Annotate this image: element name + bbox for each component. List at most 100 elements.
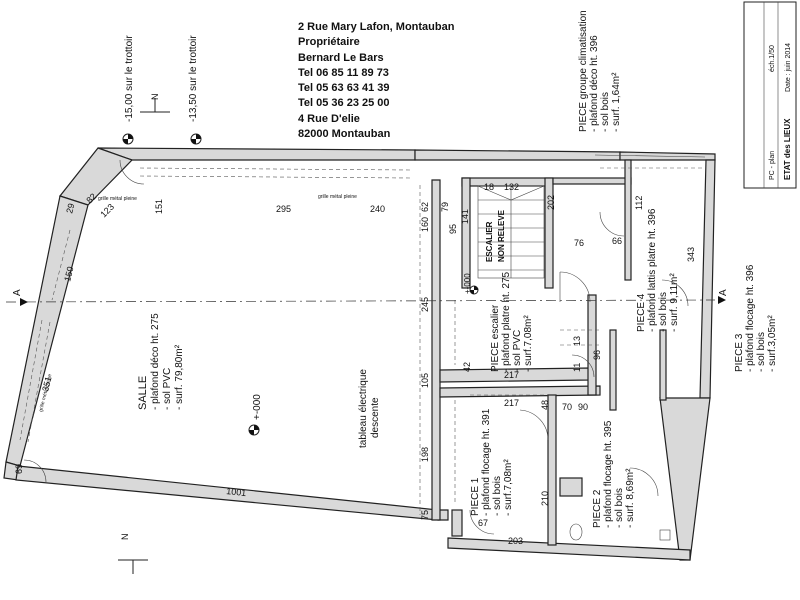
room-floor: - sol bois (614, 488, 625, 528)
dim: 62 (420, 202, 430, 212)
dim: 217 (504, 370, 519, 380)
sidewalk-level-right: -13,50 sur le trottoir (188, 35, 199, 122)
dim: 95 (448, 224, 458, 234)
room-ceiling: - plafond flocage ht. 396 (745, 264, 756, 372)
room-area: - surf. 79,80m² (174, 344, 185, 410)
room-floor: - sol bois (756, 332, 767, 372)
room-ceiling: - plafond lattis platre ht. 396 (647, 208, 658, 332)
level-target-icon (248, 424, 260, 436)
room-piece-4: PIECE 4 - plafond lattis platre ht. 396 … (636, 208, 680, 332)
dim: 203 (508, 536, 523, 546)
room-ceiling: - plafond platre ht. 275 (501, 271, 512, 372)
dim: 70 (562, 402, 572, 412)
dim: 67 (478, 518, 488, 528)
room-ceiling: - plafond flocage ht. 391 (481, 408, 492, 516)
dim: 29 (64, 202, 76, 214)
dim: 217 (504, 398, 519, 408)
level-target-icon (190, 133, 202, 145)
dim: 1001 (226, 486, 247, 498)
dim: 141 (460, 209, 470, 224)
section-arrow-icon (718, 296, 726, 304)
room-name: SALLE (137, 376, 149, 410)
grille-label-top: grille métal pleine (318, 194, 357, 200)
room-ceiling: - plafond flocage ht. 395 (603, 420, 614, 528)
room-piece-2: PIECE 2 - plafond flocage ht. 395 - sol … (592, 420, 636, 528)
dim: 75 (420, 510, 430, 520)
dim: 90 (578, 402, 588, 412)
room-salle: SALLE - plafond déco ht. 275 - sol PVC -… (137, 313, 185, 410)
dim: 13 (572, 336, 582, 346)
dim: 18 (484, 182, 494, 192)
room-piece-1: PIECE 1 - plafond flocage ht. 391 - sol … (470, 408, 514, 516)
room-name: PIECE 3 (734, 333, 745, 372)
phone-3: Tel 05 36 23 25 00 (298, 97, 390, 110)
dim: 295 (276, 204, 291, 214)
room-name: PIECE 1 (470, 477, 481, 516)
room-name: PIECE 4 (636, 293, 647, 332)
toilet-icon (569, 523, 583, 541)
dim: 202 (546, 195, 556, 210)
dim: 11 (572, 363, 582, 372)
stair-level: +-000 (463, 273, 472, 294)
north-label-bottom: N (120, 534, 130, 541)
room-piece-clim: PIECE groupe climatisation - plafond déc… (578, 10, 622, 132)
dim: 79 (440, 202, 450, 212)
section-label-left: A (12, 289, 23, 296)
dim: 132 (504, 182, 519, 192)
dim: 198 (420, 447, 430, 462)
room-piece-escalier: PIECE escalier - plafond platre ht. 275 … (490, 271, 534, 372)
dim: 123 (98, 202, 116, 220)
fixture-box (659, 529, 671, 541)
title-block-subtitle: PC - plan (769, 151, 776, 180)
room-floor: - sol bois (492, 476, 503, 516)
room-ceiling: - plafond déco ht. 275 (150, 313, 161, 410)
room-name: PIECE 2 (592, 489, 603, 528)
owner-address-street: 4 Rue D'elie (298, 112, 360, 125)
dim: 160 (420, 217, 430, 232)
room-floor: - sol PVC (162, 368, 173, 410)
room-ceiling: - plafond déco ht. 396 (589, 35, 600, 132)
title-block-title: ETAT des LIEUX (783, 118, 792, 180)
room-floor: - sol bois (658, 292, 669, 332)
north-label-top: N (150, 94, 160, 101)
room-piece-3: PIECE 3 - plafond flocage ht. 396 - sol … (734, 264, 778, 372)
title-block: ETAT des LIEUX PC - plan Date : juin 201… (743, 1, 797, 189)
staircase: ESCALIER NON RELEVE (477, 185, 545, 279)
owner-header: 2 Rue Mary Lafon, Montauban Propriétaire… (298, 20, 458, 142)
dim: 48 (540, 400, 550, 410)
dim: 150 (62, 265, 75, 282)
center-level: +-000 (252, 394, 263, 420)
room-name: PIECE groupe climatisation (578, 10, 589, 132)
owner-name: Bernard Le Bars (298, 51, 384, 64)
level-target-icon (122, 133, 134, 145)
title-block-scale: éch.1/50 (769, 45, 776, 72)
dim: 351 (40, 375, 53, 392)
phone-1: Tel 06 85 11 89 73 (298, 66, 389, 79)
dim: 76 (574, 238, 584, 248)
grille-label-bottom: grille métal pleine (98, 196, 137, 202)
section-line: A A (5, 289, 729, 306)
room-area: - surf.7,08m² (523, 315, 534, 372)
level-markers: -15,00 sur le trottoir -13,50 sur le tro… (118, 35, 202, 574)
section-arrow-icon (20, 298, 28, 306)
dim: 240 (370, 204, 385, 214)
exterior-walls (3, 147, 716, 561)
room-name: PIECE escalier (490, 304, 501, 372)
owner-label: Propriétaire (298, 36, 360, 49)
dim: 42 (462, 362, 472, 372)
dim: 105 (420, 373, 430, 388)
title-block-date: Date : juin 2014 (785, 43, 792, 92)
stair-not-surveyed: NON RELEVE (497, 209, 506, 262)
room-area: - surf.7,08m² (503, 459, 514, 516)
dim: 66 (612, 236, 622, 246)
room-area: - surf.3,05m² (767, 315, 778, 372)
stair-label: ESCALIER (485, 221, 494, 262)
room-area: - surf. 8,69m² (625, 468, 636, 528)
room-area: - surf. 1,64m² (611, 72, 622, 132)
dim: 343 (686, 247, 696, 262)
north-arrow-icon: N (118, 534, 148, 574)
drainpipe: descente (370, 397, 381, 438)
doors (23, 159, 689, 535)
room-floor: - sol PVC (512, 330, 523, 372)
